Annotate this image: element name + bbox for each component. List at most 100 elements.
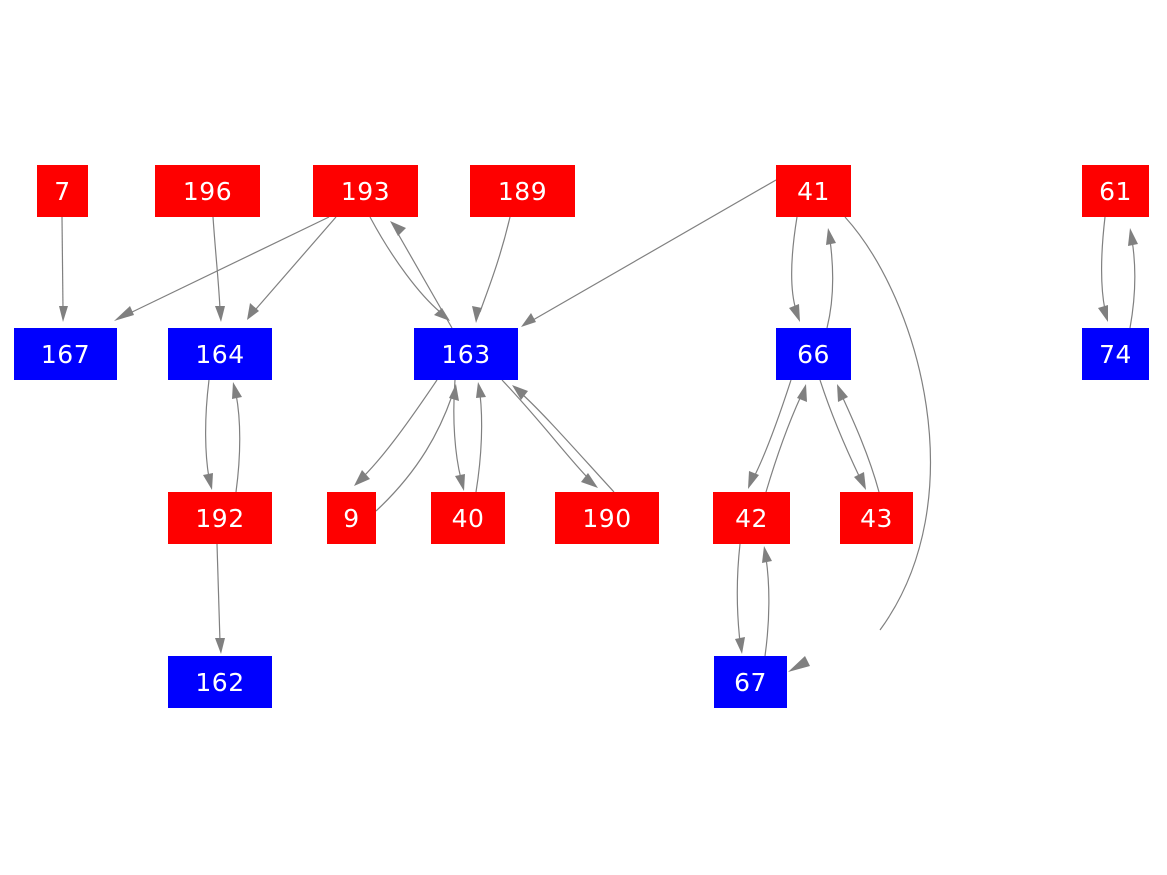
- arrowhead-icon: [247, 303, 259, 320]
- arrowhead-icon: [789, 304, 800, 322]
- edge-193-to-167: [114, 216, 330, 321]
- edge-line: [362, 379, 438, 478]
- edge-line: [521, 393, 615, 493]
- edge-line: [212, 216, 221, 311]
- arrowhead-icon: [455, 474, 465, 491]
- edge-66-to-41: [826, 228, 836, 329]
- edge-line: [532, 179, 777, 321]
- edge-line: [216, 543, 221, 643]
- edge-164-to-192: [203, 379, 213, 490]
- node-label: 42: [735, 503, 768, 533]
- edge-line: [235, 393, 241, 493]
- edge-line: [753, 379, 792, 478]
- node-label: 192: [195, 503, 245, 533]
- node-label: 196: [182, 176, 233, 206]
- arrowhead-icon: [797, 384, 807, 402]
- arrowhead-icon: [762, 546, 772, 563]
- edge-40-to-163: [475, 382, 486, 493]
- edge-line: [369, 216, 441, 313]
- graph-node-163[interactable]: 163: [414, 328, 518, 380]
- arrowhead-icon: [788, 656, 810, 672]
- arrowhead-icon: [472, 306, 482, 323]
- edge-line: [375, 395, 453, 512]
- node-label: 163: [441, 339, 491, 369]
- arrowhead-icon: [581, 473, 598, 488]
- graph-node-43[interactable]: 43: [840, 492, 913, 544]
- graph-node-7[interactable]: 7: [37, 165, 88, 217]
- edge-line: [475, 393, 483, 493]
- edge-line: [1101, 216, 1106, 311]
- node-label: 66: [797, 339, 830, 369]
- arrowhead-icon: [1098, 305, 1108, 322]
- arrowhead-icon: [512, 385, 528, 400]
- arrowhead-icon: [826, 228, 836, 245]
- edge-61-to-74: [1098, 216, 1108, 322]
- arrowhead-icon: [735, 637, 745, 654]
- edge-line: [453, 379, 462, 480]
- node-label: 164: [195, 339, 245, 369]
- arrowhead-icon: [476, 382, 486, 398]
- edge-line: [736, 543, 741, 643]
- edge-line: [205, 379, 210, 479]
- edge-line: [844, 216, 931, 631]
- edge-163-to-193: [390, 221, 453, 329]
- graph-node-192[interactable]: 192: [168, 492, 272, 544]
- graph-node-42[interactable]: 42: [713, 492, 790, 544]
- node-label: 61: [1099, 176, 1132, 206]
- edge-196-to-164: [212, 216, 225, 322]
- node-label: 40: [451, 503, 485, 533]
- edge-189-to-163: [472, 216, 511, 323]
- graph-node-66[interactable]: 66: [776, 328, 851, 380]
- graph-node-40[interactable]: 40: [431, 492, 505, 544]
- edge-163-to-40: [453, 379, 465, 491]
- graph-node-167[interactable]: 167: [14, 328, 117, 380]
- edge-41-to-67: [788, 216, 931, 672]
- node-label: 67: [734, 667, 767, 697]
- edge-line: [841, 395, 880, 493]
- edge-66-to-43: [819, 379, 866, 490]
- graph-node-196[interactable]: 196: [155, 165, 260, 217]
- graph-node-61[interactable]: 61: [1082, 165, 1149, 217]
- edge-163-to-190: [501, 379, 598, 488]
- graph-node-193[interactable]: 193: [313, 165, 418, 217]
- edge-line: [501, 379, 590, 480]
- graph-node-190[interactable]: 190: [555, 492, 659, 544]
- edge-66-to-42: [748, 379, 792, 489]
- node-label: 167: [40, 339, 91, 369]
- edge-7-to-167: [59, 216, 68, 322]
- arrowhead-icon: [215, 306, 225, 322]
- arrowhead-icon: [203, 473, 213, 490]
- graph-node-41[interactable]: 41: [776, 165, 851, 217]
- arrowhead-icon: [837, 384, 848, 402]
- edge-190-to-163: [512, 385, 615, 493]
- arrowhead-icon: [390, 221, 406, 236]
- graph-node-162[interactable]: 162: [168, 656, 272, 708]
- arrowhead-icon: [1128, 228, 1138, 246]
- edge-43-to-66: [837, 384, 880, 493]
- graph-node-74[interactable]: 74: [1082, 328, 1149, 380]
- edge-line: [127, 216, 330, 315]
- arrowhead-icon: [59, 306, 68, 322]
- edge-line: [764, 557, 770, 657]
- edge-line: [479, 216, 511, 313]
- edge-line: [396, 231, 453, 329]
- arrowhead-icon: [215, 638, 225, 654]
- edge-193-to-164: [247, 216, 337, 320]
- edge-163-to-9: [354, 379, 438, 486]
- graph-node-9[interactable]: 9: [327, 492, 376, 544]
- graph-node-164[interactable]: 164: [168, 328, 272, 380]
- edge-74-to-61: [1128, 228, 1138, 329]
- edge-line: [826, 239, 834, 329]
- edge-line: [765, 395, 802, 493]
- graph-node-189[interactable]: 189: [470, 165, 575, 217]
- edge-41-to-163: [521, 179, 777, 327]
- arrowhead-icon: [521, 313, 536, 327]
- node-label: 162: [195, 667, 245, 697]
- node-label: 43: [860, 503, 893, 533]
- arrowhead-icon: [854, 472, 866, 490]
- edge-line: [61, 216, 64, 311]
- graph-node-67[interactable]: 67: [714, 656, 787, 708]
- node-label: 189: [497, 176, 548, 206]
